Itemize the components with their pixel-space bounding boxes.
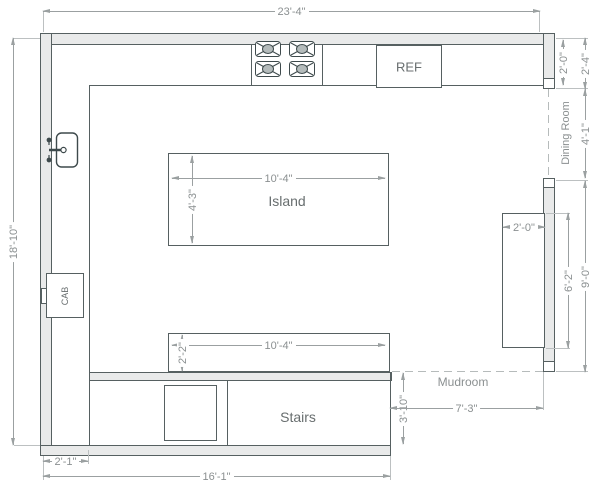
peninsula-counter xyxy=(168,333,390,372)
refrigerator xyxy=(376,45,442,88)
dim-peninsula-depth: 2'-2" xyxy=(177,334,189,372)
dim-wall-stub-outer: 2'-4" xyxy=(580,37,592,90)
right-counter xyxy=(502,213,545,348)
dim-right-counter-length: 6'-2" xyxy=(563,212,575,349)
stove-burner-icon xyxy=(289,41,315,57)
extension-line xyxy=(546,213,570,214)
extension-line xyxy=(556,88,588,89)
stove-burner-icon xyxy=(289,61,315,77)
dim-kitchen-bottom-width: 16'-1" xyxy=(42,471,391,483)
wall-bottom xyxy=(40,445,391,456)
dim-overall-depth: 18'-10" xyxy=(8,37,20,446)
stairs-closet xyxy=(164,385,217,441)
dim-wall-stub-inner: 2'-0" xyxy=(558,39,570,86)
sink-icon xyxy=(46,132,79,168)
wall-stairs xyxy=(89,372,392,381)
stairs-divider xyxy=(227,381,228,445)
dim-overall-width: 23'-4" xyxy=(42,6,541,18)
dim-right-wall-length: 9'-0" xyxy=(580,180,592,373)
stove-burner-icon xyxy=(255,41,281,57)
stairs-label: Stairs xyxy=(280,409,316,425)
island xyxy=(168,153,389,246)
extension-line xyxy=(43,12,44,32)
wall-end-cap xyxy=(543,78,555,89)
extension-line xyxy=(14,38,40,39)
dim-peninsula-width: 10'-4" xyxy=(171,340,386,352)
refrigerator-label: REF xyxy=(396,59,422,75)
cabinet-handle xyxy=(41,288,47,304)
extension-line xyxy=(43,456,44,480)
mudroom-opening xyxy=(392,371,543,372)
extension-line xyxy=(88,450,89,464)
dining-room-label: Dining Room xyxy=(560,101,572,165)
dim-dining-opening: 4'-1" xyxy=(580,88,592,179)
stove-burner-icon xyxy=(255,61,281,77)
wall-end-cap xyxy=(543,178,555,188)
extension-line xyxy=(556,180,588,181)
dim-island-depth: 4'-3" xyxy=(187,155,199,244)
extension-line xyxy=(556,38,588,39)
extension-line xyxy=(546,348,570,349)
cabinet xyxy=(46,273,84,318)
dim-island-width: 10'-4" xyxy=(171,173,386,185)
extension-line xyxy=(539,12,540,32)
extension-line xyxy=(543,372,544,410)
wall-end-cap xyxy=(543,361,555,372)
dim-mudroom-opening: 7'-3" xyxy=(389,403,544,415)
island-label: Island xyxy=(268,193,306,209)
dim-left-counter-width: 2'-1" xyxy=(42,456,89,468)
counter-edge-left-lower xyxy=(89,381,90,445)
extension-line xyxy=(14,445,40,446)
mudroom-label: Mudroom xyxy=(437,375,489,389)
counter-edge-left-upper xyxy=(89,85,90,372)
cabinet-label: CAB xyxy=(60,286,70,306)
dining-room-opening xyxy=(548,89,549,178)
dim-right-counter-width: 2'-0" xyxy=(502,222,546,234)
extension-line xyxy=(556,371,588,372)
extension-line xyxy=(390,456,391,480)
wall-left xyxy=(40,33,52,455)
